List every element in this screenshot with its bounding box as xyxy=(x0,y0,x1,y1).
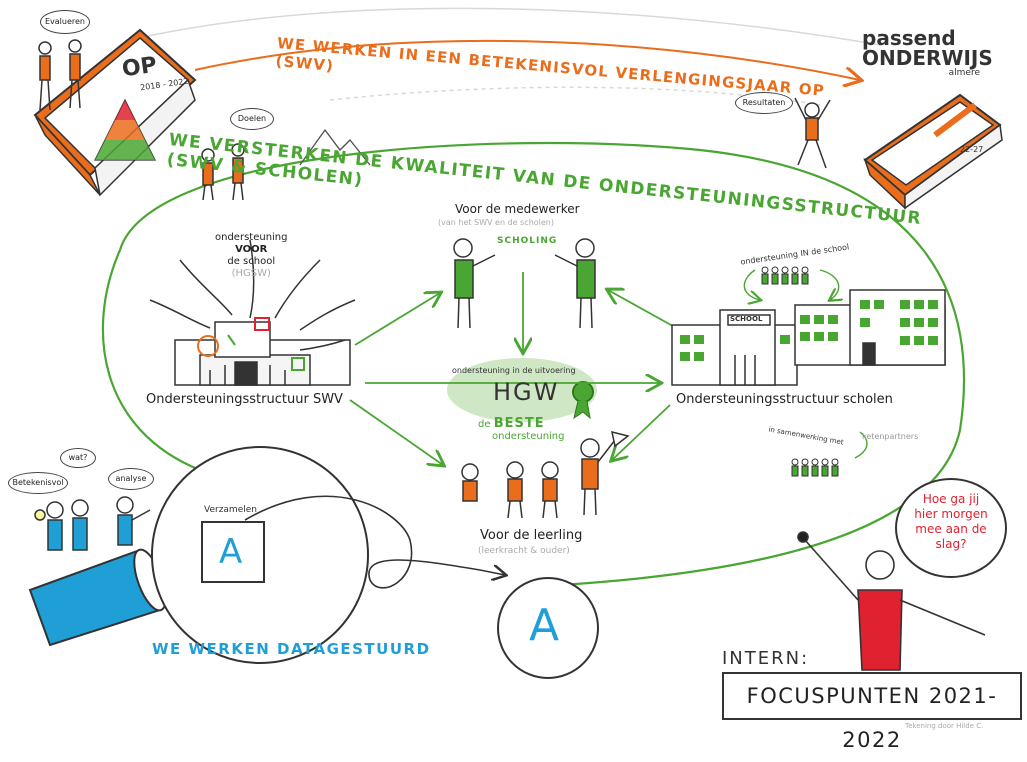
hgw-arc-text: ondersteuning in de uitvoering xyxy=(452,366,576,375)
student-sub: (leerkracht & ouder) xyxy=(478,546,570,556)
intern-label: INTERN: xyxy=(722,648,810,669)
question-bubble: Hoe ga jij hier morgen mee aan de slag? xyxy=(895,478,1007,578)
logo: passend ONDERWIJS almere xyxy=(862,28,1012,78)
best-note: de BESTE ondersteuning xyxy=(478,416,565,443)
focuspunten-box: FOCUSPUNTEN 2021-2022 xyxy=(722,672,1022,752)
bubble-evalueren: Evalueren xyxy=(40,10,90,34)
employee-sub: (van het SWV en de scholen) xyxy=(438,218,554,227)
swv-note: ondersteuning VOOR de school (HGSW) xyxy=(215,232,288,280)
employee-title: Voor de medewerker xyxy=(455,202,580,216)
top-arrow xyxy=(194,39,860,80)
question-line3: mee aan de xyxy=(915,522,987,536)
letter-a-left: A xyxy=(219,532,243,572)
credit: Tekening door Hilde C. xyxy=(905,722,984,730)
question-line1: Hoe ga jij xyxy=(922,492,980,506)
swv-note-line1: ondersteuning xyxy=(215,232,288,243)
people-left-top xyxy=(38,39,245,201)
collect-label: Verzamelen xyxy=(204,505,257,515)
award-icon xyxy=(572,381,594,403)
diagram-canvas xyxy=(28,7,1003,679)
collect-box xyxy=(201,521,265,583)
swv-note-line4: (HGSW) xyxy=(231,268,271,279)
book-right-years: 22-27 xyxy=(960,145,984,154)
hgw-label: HGW xyxy=(493,378,560,406)
result-circle xyxy=(497,577,599,679)
jumping-figure xyxy=(794,97,831,169)
logo-line2: ONDERWIJS xyxy=(862,46,993,70)
school-sign: SCHOOL xyxy=(730,315,763,323)
green-people-top xyxy=(761,266,809,285)
bubble-resultaten: Resultaten xyxy=(735,92,793,114)
swv-note-line3: de school xyxy=(227,256,276,267)
left-book xyxy=(33,28,197,197)
book-title: OP xyxy=(120,52,159,83)
logo-line3: almere xyxy=(948,68,980,78)
mountain xyxy=(299,128,371,166)
employees xyxy=(453,238,596,329)
hgw-ellipse xyxy=(447,358,597,422)
best-line2: BESTE xyxy=(493,416,545,431)
school-building xyxy=(671,289,946,386)
right-book xyxy=(863,93,1003,210)
swv-caption: Ondersteuningsstructuur SWV xyxy=(146,392,343,407)
schools-partners: ketenpartners xyxy=(862,432,919,441)
presenter xyxy=(797,531,986,671)
best-line1: de xyxy=(478,419,491,430)
data-people xyxy=(34,496,151,551)
student-title: Voor de leerling xyxy=(480,528,583,543)
focuspunten-title: FOCUSPUNTEN 2021-2022 xyxy=(746,684,998,752)
best-line3: ondersteuning xyxy=(492,431,565,442)
letter-a-right: A xyxy=(529,600,560,651)
swv-building xyxy=(149,239,356,386)
schools-caption: Ondersteuningsstructuur scholen xyxy=(676,392,893,407)
data-path xyxy=(244,495,505,589)
green-ellipse xyxy=(118,141,966,587)
question-line4: slag? xyxy=(935,537,967,551)
students xyxy=(461,430,630,519)
question-line2: hier morgen xyxy=(914,507,988,521)
bubble-doelen: Doelen xyxy=(230,108,274,130)
green-people-bottom xyxy=(791,458,839,477)
datagestuurd-banner: WE WERKEN DATAGESTUURD xyxy=(152,640,431,658)
scholing-badge: SCHOLING xyxy=(497,236,558,246)
swv-note-line2: VOOR xyxy=(235,244,268,255)
bubble-analyse: analyse xyxy=(108,468,154,490)
logo-line1: passend xyxy=(862,26,956,50)
bubble-betekenisvol: Betekenisvol xyxy=(8,472,68,494)
bubble-wat: wat? xyxy=(60,448,96,468)
